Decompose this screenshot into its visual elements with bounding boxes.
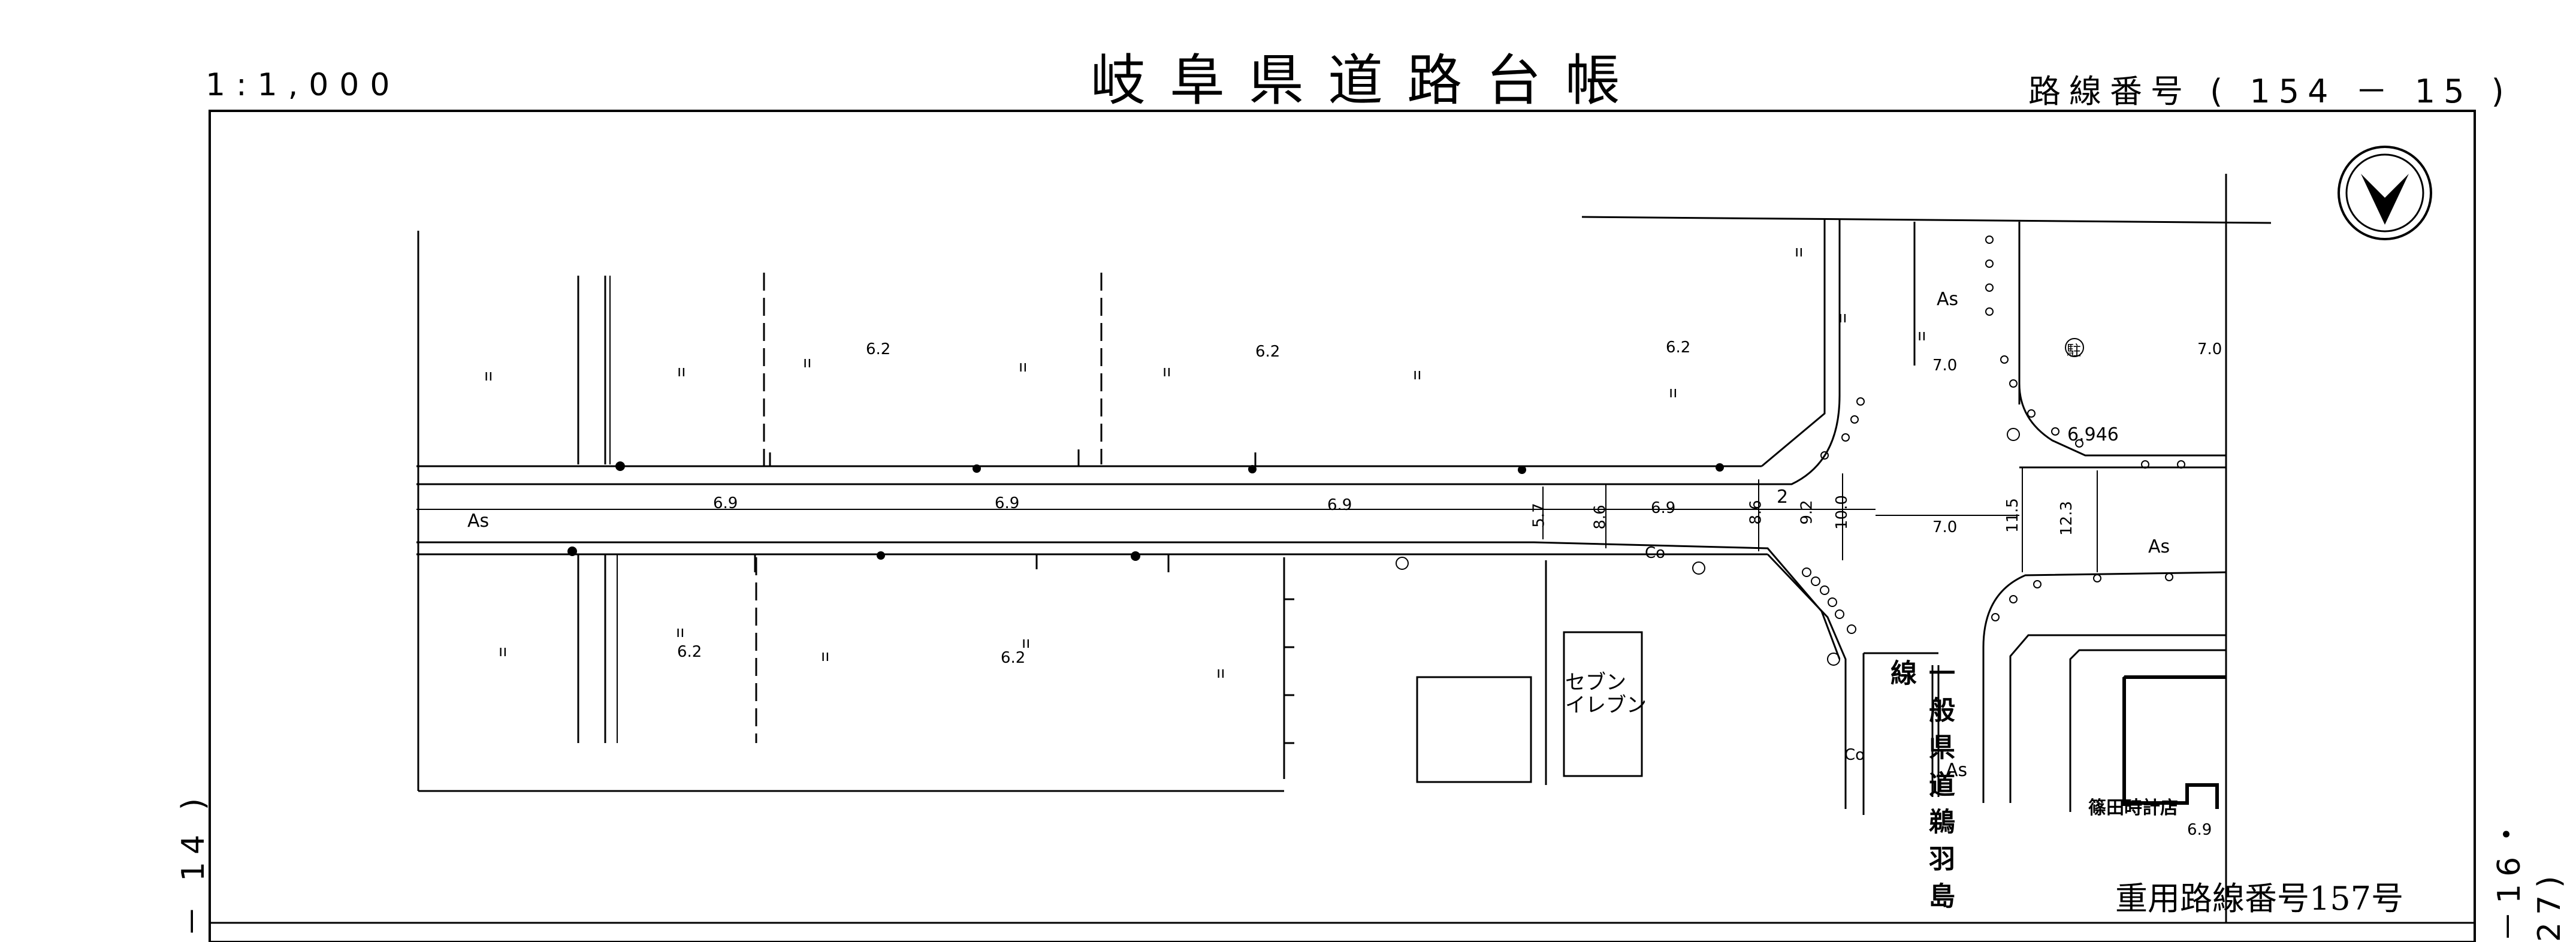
heavy-route-number: 重用路線番号157号	[2115, 880, 2404, 917]
concrete-label: Co	[1844, 746, 1865, 764]
parking-icon: 駐	[2067, 342, 2081, 359]
road-width: 11.5	[2003, 498, 2022, 533]
field-mark: ıı	[677, 363, 686, 381]
elevation-point: 6.2	[677, 643, 702, 661]
field-mark: ıı	[484, 367, 493, 385]
prefectural-road-name: 一般県道鵜羽島線	[1886, 659, 1955, 919]
field-mark: ıı	[1838, 309, 1847, 327]
road-width: 10.0	[1832, 495, 1851, 530]
field-mark: ıı	[499, 642, 508, 660]
elevation-point: 6.9	[995, 494, 1020, 512]
elevation-point: 6.9	[1327, 496, 1352, 514]
field-mark: ıı	[1019, 358, 1028, 376]
shinoda-watch-shop-label: 篠田時計店	[2088, 798, 2178, 819]
north-arrow-icon	[2361, 174, 2409, 225]
pavement-label: As	[467, 511, 490, 532]
field-mark: ıı	[1022, 634, 1031, 652]
elevation-point: 6.2	[1666, 339, 1691, 357]
road-width: 2	[1777, 487, 1789, 508]
road-width: 8.6	[1591, 505, 1609, 530]
elevation-point: 6.2	[866, 340, 891, 358]
elevation-point: 6.2	[1255, 343, 1281, 361]
route-number: 路線番号 ( 154 － 15 )	[2028, 73, 2512, 110]
road-width: 12.3	[2057, 501, 2076, 536]
field-mark: ıı	[1669, 384, 1678, 401]
field-mark: ıı	[821, 647, 830, 665]
field-mark: ıı	[676, 623, 685, 641]
road-width: 8.6	[1747, 500, 1765, 525]
elevation-point: 6.9	[2187, 821, 2212, 839]
elevation-point: 7.0	[1932, 518, 1958, 536]
pavement-label: As	[2148, 536, 2170, 557]
field-mark: ıı	[1795, 243, 1804, 261]
elevation-point: 7.0	[1932, 357, 1958, 375]
field-mark: ıı	[803, 354, 812, 372]
field-mark: ıı	[1216, 664, 1225, 682]
field-mark: ıı	[1917, 327, 1926, 345]
elevation-point: 6.946	[2067, 424, 2119, 445]
pavement-label: As	[1946, 760, 1968, 781]
field-mark: ıı	[1162, 363, 1171, 381]
seven-eleven-label: セブン イレブン	[1565, 671, 1647, 717]
page-title: 岐阜県道路台帳	[1091, 49, 1645, 113]
field-mark: ıı	[1413, 366, 1422, 384]
elevation-point: 6.2	[1001, 649, 1026, 667]
elevation-point: 6.9	[1651, 499, 1676, 517]
concrete-label: Co	[1645, 544, 1666, 562]
pavement-label: As	[1937, 289, 1959, 310]
elevation-point: 7.0	[2197, 340, 2222, 358]
road-width: 9.2	[1798, 500, 1816, 525]
road-width: 5.7	[1530, 503, 1548, 528]
elevation-point: 6.9	[713, 494, 738, 512]
map-scale: 1:1,000	[206, 67, 401, 103]
